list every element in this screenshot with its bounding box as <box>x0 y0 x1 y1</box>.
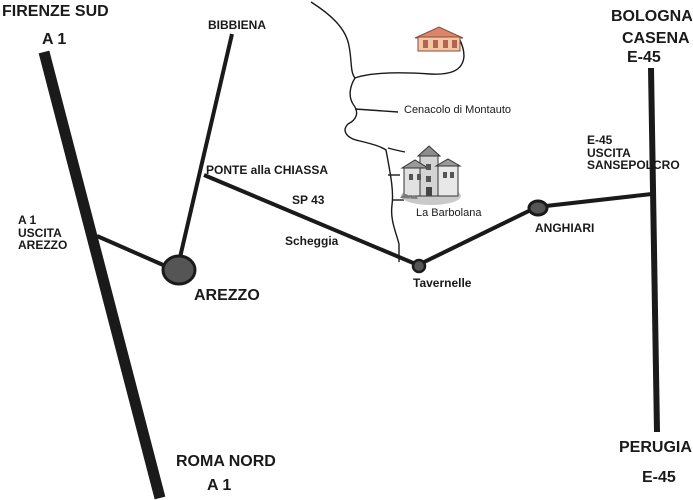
label-bologna: BOLOGNA <box>611 8 693 25</box>
label-perugia: PERUGIA <box>619 439 692 456</box>
a1-exit-road <box>96 234 171 270</box>
arezzo-marker <box>161 254 197 286</box>
label-roma-nord: ROMA NORD <box>176 453 276 470</box>
villa-icon <box>400 145 462 205</box>
cenacolo-spur <box>354 108 399 113</box>
label-a1-top: A 1 <box>42 31 67 48</box>
local-road-west <box>344 77 400 262</box>
tavernelle-anghiari-road <box>417 205 538 267</box>
label-e45-top: E-45 <box>627 49 661 66</box>
local-road-north <box>310 1 465 79</box>
label-sp43: SP 43 <box>292 193 325 207</box>
anghiari-marker <box>527 199 549 217</box>
label-a1-bottom: A 1 <box>207 477 232 494</box>
label-casena: CASENA <box>622 30 690 47</box>
sp43-road <box>203 173 419 267</box>
label-e45-uscita-sansepolcro: E-45 USCITA SANSEPOLCRO <box>587 133 680 173</box>
a1-motorway <box>38 50 166 500</box>
bibbiena-road <box>176 33 234 267</box>
tavernelle-marker <box>411 258 427 274</box>
label-anghiari: ANGHIARI <box>535 221 595 235</box>
label-la-barbolana: La Barbolana <box>416 207 482 219</box>
label-ponte-chiassa: PONTE alla CHIASSA <box>206 163 329 177</box>
label-bibbiena: BIBBIENA <box>208 18 267 32</box>
label-scheggia: Scheggia <box>285 234 339 248</box>
label-firenze-sud: FIRENZE SUD <box>2 3 109 20</box>
label-e45-bottom: E-45 <box>642 469 676 486</box>
anghiari-e45-road <box>536 192 653 209</box>
barbolana-spur <box>387 147 406 153</box>
label-tavernelle: Tavernelle <box>413 276 472 290</box>
e45-road <box>648 67 660 433</box>
label-a1-uscita-arezzo: A 1 USCITA AREZZO <box>18 213 68 253</box>
farmhouse-icon <box>414 26 464 52</box>
label-cenacolo: Cenacolo di Montauto <box>404 104 512 116</box>
label-arezzo: AREZZO <box>194 287 260 304</box>
